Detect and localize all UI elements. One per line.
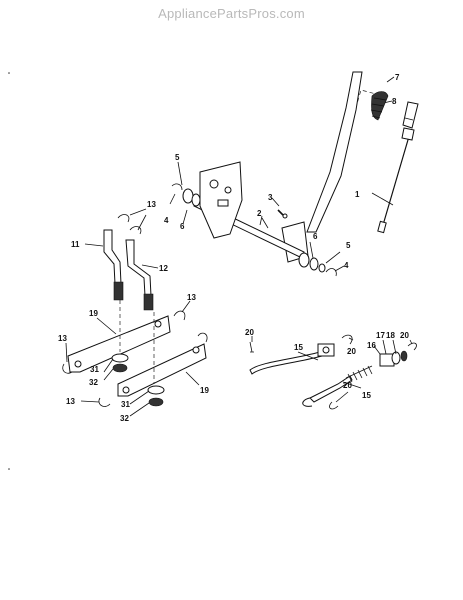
callout-8: 8 (392, 97, 397, 106)
callout-3: 3 (268, 193, 273, 202)
callout-31-right: 31 (121, 400, 130, 409)
part-bolt (277, 209, 288, 219)
callout-15-lower: 15 (362, 391, 371, 400)
callout-1: 1 (355, 190, 360, 199)
callout-7: 7 (395, 73, 400, 82)
callout-20-middle: 20 (347, 347, 356, 356)
part-lift-link-right (125, 239, 154, 311)
callout-19-left: 19 (89, 309, 98, 318)
part-spring-knob (370, 91, 389, 121)
margin-mark-top (8, 72, 10, 74)
part-bushing-lower (298, 252, 337, 277)
callout-12: 12 (159, 264, 168, 273)
callout-31-left: 31 (90, 365, 99, 374)
part-lift-arm-right (117, 343, 207, 397)
part-rod-upper (249, 343, 335, 375)
callout-20-bottom: 20 (343, 381, 352, 390)
callout-5-lower: 5 (346, 241, 351, 250)
part-lift-lever (281, 71, 363, 263)
callout-18: 18 (386, 331, 395, 340)
part-adjust-spring (345, 365, 373, 383)
callout-13-left: 13 (58, 334, 67, 343)
callout-5-upper: 5 (175, 153, 180, 162)
callout-32-right: 32 (120, 414, 129, 423)
part-washers-left (111, 353, 129, 373)
callout-13-bottom: 13 (66, 397, 75, 406)
callout-15-upper: 15 (294, 343, 303, 352)
callout-4-lower: 4 (344, 261, 349, 270)
callout-13-top: 13 (147, 200, 156, 209)
callout-4-upper: 4 (164, 216, 169, 225)
callout-20-right: 20 (400, 331, 409, 340)
part-hairpin-clips-upper (117, 214, 142, 235)
callout-20-left: 20 (245, 328, 254, 337)
part-swivel-block (379, 350, 408, 367)
part-lift-link-left (103, 229, 124, 301)
watermark: AppliancePartsPros.com (158, 6, 305, 21)
margin-mark-bottom (8, 468, 10, 470)
callout-6-lower: 6 (313, 232, 318, 241)
part-lift-link-rod (377, 127, 415, 234)
part-washers-right (147, 385, 165, 407)
callout-6-upper: 6 (180, 222, 185, 231)
part-bushing-upper (171, 183, 201, 207)
callout-32-left: 32 (89, 378, 98, 387)
callout-11: 11 (71, 240, 80, 249)
part-lift-arm-left (67, 315, 171, 373)
part-handle-grip (402, 101, 419, 129)
part-hairpin-clips-lower (62, 310, 208, 407)
guide-dashed-lever (345, 89, 377, 143)
part-mounting-bracket (199, 161, 243, 239)
callout-19-right: 19 (200, 386, 209, 395)
callout-2: 2 (257, 209, 262, 218)
callout-13-right: 13 (187, 293, 196, 302)
part-cotter-pins (249, 334, 417, 410)
callout-16: 16 (367, 341, 376, 350)
callout-17: 17 (376, 331, 385, 340)
part-rod-lower (302, 375, 353, 407)
